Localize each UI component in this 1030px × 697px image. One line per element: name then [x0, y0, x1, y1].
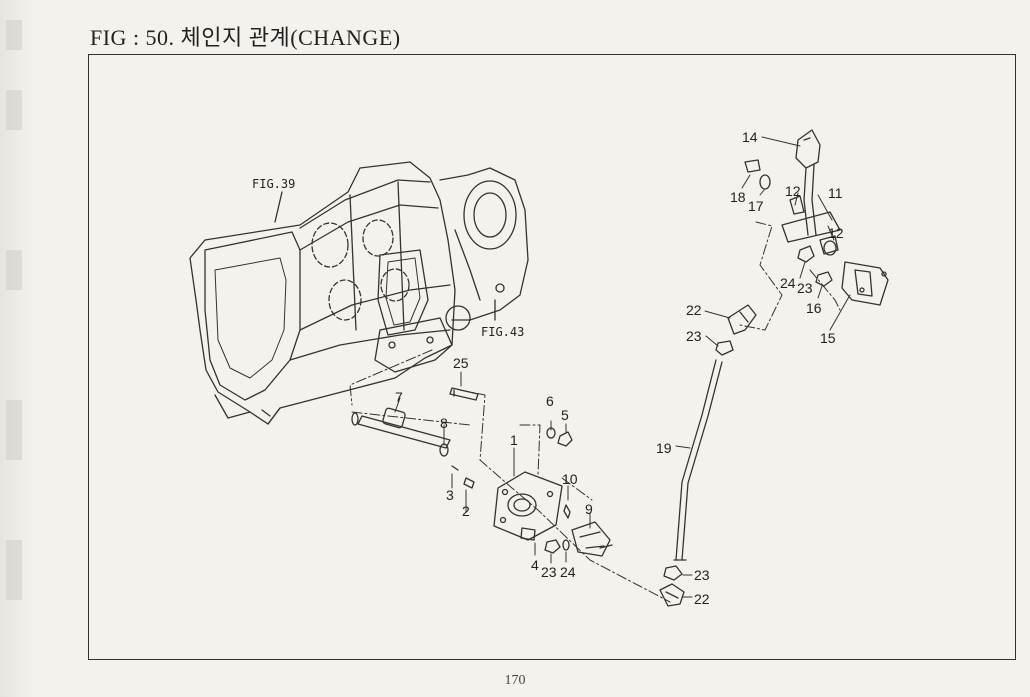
scan-mark — [6, 400, 22, 460]
part-label-3: 3 — [446, 487, 454, 503]
part-label-2: 2 — [462, 503, 470, 519]
nut-23-right — [815, 271, 833, 287]
ball-joint-22-bottom — [659, 583, 685, 607]
part-label-15: 15 — [820, 330, 836, 346]
part-label-24-upper: 24 — [780, 275, 796, 291]
part-label-23-lower: 23 — [541, 564, 557, 580]
pin-18 — [744, 159, 761, 173]
part-label-6: 6 — [546, 393, 554, 409]
part-label-7: 7 — [395, 389, 403, 405]
alignment-lines — [349, 221, 841, 603]
part-label-12b: 12 — [828, 225, 844, 241]
part-label-23-upper: 23 — [686, 328, 702, 344]
part-label-12a: 12 — [785, 183, 801, 199]
part-label-4: 4 — [531, 557, 539, 573]
part-label-1: 1 — [510, 432, 518, 448]
transmission-housing — [189, 161, 529, 425]
part-label-8: 8 — [440, 415, 448, 431]
control-rod — [673, 359, 723, 561]
nut-23-lower — [544, 539, 561, 554]
nut-23-bottom — [663, 565, 683, 581]
part-label-22-lower: 22 — [694, 591, 710, 607]
cover-plate — [493, 471, 563, 541]
fig39-reference: FIG.39 — [252, 177, 295, 191]
scan-mark — [6, 250, 22, 290]
nut-24-upper — [797, 245, 815, 263]
figure-title: FIG : 50. 체인지 관계(CHANGE) — [90, 25, 401, 50]
washer-17 — [759, 174, 771, 190]
ball-joint-22-upper — [727, 304, 757, 335]
pin-3 — [451, 465, 459, 471]
page-number: 170 — [504, 673, 526, 688]
part-label-22-upper: 22 — [686, 302, 702, 318]
leader-lines — [394, 136, 851, 598]
scan-mark — [6, 20, 22, 50]
part-label-5: 5 — [561, 407, 569, 423]
part-label-10: 10 — [562, 471, 578, 487]
part-label-23-right: 23 — [797, 280, 813, 296]
part-label-18: 18 — [730, 189, 746, 205]
bolt-4 — [520, 527, 536, 541]
fig39-leader — [274, 191, 283, 223]
diagram-frame — [88, 54, 1016, 660]
nut-23-upper — [715, 340, 734, 356]
scan-mark — [6, 540, 22, 600]
part-label-19: 19 — [656, 440, 672, 456]
pin-2 — [463, 477, 475, 489]
ring-8 — [439, 443, 449, 457]
bolt-25 — [449, 387, 479, 401]
shift-lever-assembly — [781, 129, 889, 306]
part-label-25: 25 — [453, 355, 469, 371]
part-label-23-right-lower: 23 — [694, 567, 710, 583]
part-label-17: 17 — [748, 198, 764, 214]
scan-mark — [6, 90, 22, 130]
part-label-24-lower: 24 — [560, 564, 576, 580]
lever-arm — [571, 521, 613, 557]
washer-24-lower — [562, 539, 570, 551]
pin-10 — [563, 504, 571, 519]
nut-5 — [557, 431, 573, 447]
fig43-reference: FIG.43 — [481, 325, 524, 339]
part-label-9: 9 — [585, 501, 593, 517]
scan-edge — [0, 0, 36, 697]
part-label-14: 14 — [742, 129, 758, 145]
part-label-11: 11 — [828, 185, 843, 201]
shift-shaft — [351, 407, 451, 449]
part-label-16: 16 — [806, 300, 822, 316]
